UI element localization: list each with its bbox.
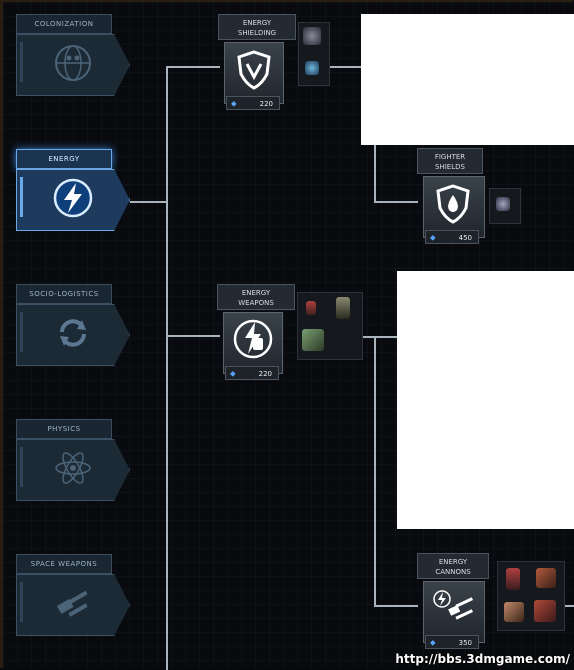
category-label: SOCIO-LOGISTICS: [16, 284, 112, 304]
tech-energy-weapons[interactable]: ENERGY WEAPONS ⬥ 220: [217, 284, 363, 384]
tree-line: [360, 336, 398, 338]
ship-module-icon: [303, 27, 321, 45]
category-label: PHYSICS: [16, 419, 112, 439]
fighter-module-icon: [496, 197, 510, 211]
weapon-module-icon: [504, 602, 524, 622]
tree-line: [564, 605, 574, 607]
shield-icon: [237, 50, 271, 90]
research-cost: ⬥ 350: [425, 635, 479, 649]
category-label: SPACE WEAPONS: [16, 554, 112, 574]
category-space-weapons[interactable]: SPACE WEAPONS: [14, 554, 130, 636]
weapon-module-icon: [536, 568, 556, 588]
tree-line: [166, 66, 168, 670]
tree-line: [166, 335, 220, 337]
unlock-thumbnails: [297, 292, 363, 360]
unlock-thumbnails: [298, 22, 330, 86]
weapon-module-icon: [534, 600, 556, 622]
unlock-thumbnails: [489, 188, 521, 224]
tech-energy-cannons[interactable]: ENERGY CANNONS ⬥ 350: [417, 553, 565, 653]
tech-title: FIGHTER SHIELDS: [417, 148, 483, 174]
lightning-icon: [53, 178, 93, 218]
research-cost: ⬥ 450: [425, 230, 479, 244]
unlock-thumbnails: [497, 561, 565, 631]
globe-people-icon: [55, 45, 91, 81]
category-energy[interactable]: ENERGY: [14, 149, 130, 231]
tech-energy-shielding[interactable]: ENERGY SHIELDING ⬥ 220: [218, 14, 330, 114]
research-cost: ⬥ 220: [226, 96, 280, 110]
recycle-icon: [60, 319, 86, 347]
tree-line: [374, 336, 376, 606]
watermark-text: http://bbs.3dmgame.com/: [395, 652, 570, 666]
tree-line: [130, 201, 166, 203]
tech-title: ENERGY WEAPONS: [217, 284, 295, 310]
category-colonization[interactable]: COLONIZATION: [14, 14, 130, 96]
blank-panel: [361, 14, 574, 145]
tree-line: [374, 605, 418, 607]
tree-line: [166, 66, 220, 68]
category-label: ENERGY: [16, 149, 112, 169]
tree-line: [328, 66, 362, 68]
blank-panel: [397, 271, 574, 529]
shield-module-icon: [305, 61, 319, 75]
tech-title: ENERGY CANNONS: [417, 553, 489, 579]
category-physics[interactable]: PHYSICS: [14, 419, 130, 501]
tech-title: ENERGY SHIELDING: [218, 14, 296, 40]
weapon-module-icon: [506, 568, 520, 590]
tech-fighter-shields[interactable]: FIGHTER SHIELDS ⬥ 450: [417, 148, 521, 248]
weapon-module-icon: [336, 297, 350, 319]
research-points-icon: ⬥: [230, 369, 236, 378]
research-points-icon: ⬥: [430, 638, 436, 647]
research-points-icon: ⬥: [231, 99, 237, 108]
fist-lightning-icon: [233, 319, 273, 359]
cannon-lightning-icon: [433, 590, 474, 620]
tree-line: [374, 145, 376, 203]
cannon-icon: [56, 590, 88, 617]
atom-icon: [55, 452, 91, 484]
category-socio-logistics[interactable]: SOCIO-LOGISTICS: [14, 284, 130, 366]
research-points-icon: ⬥: [430, 233, 436, 242]
tree-line: [374, 201, 418, 203]
category-label: COLONIZATION: [16, 14, 112, 34]
research-cost: ⬥ 220: [225, 366, 279, 380]
shield-drop-icon: [436, 184, 470, 224]
weapon-module-icon: [302, 329, 324, 351]
weapon-module-icon: [306, 301, 316, 315]
